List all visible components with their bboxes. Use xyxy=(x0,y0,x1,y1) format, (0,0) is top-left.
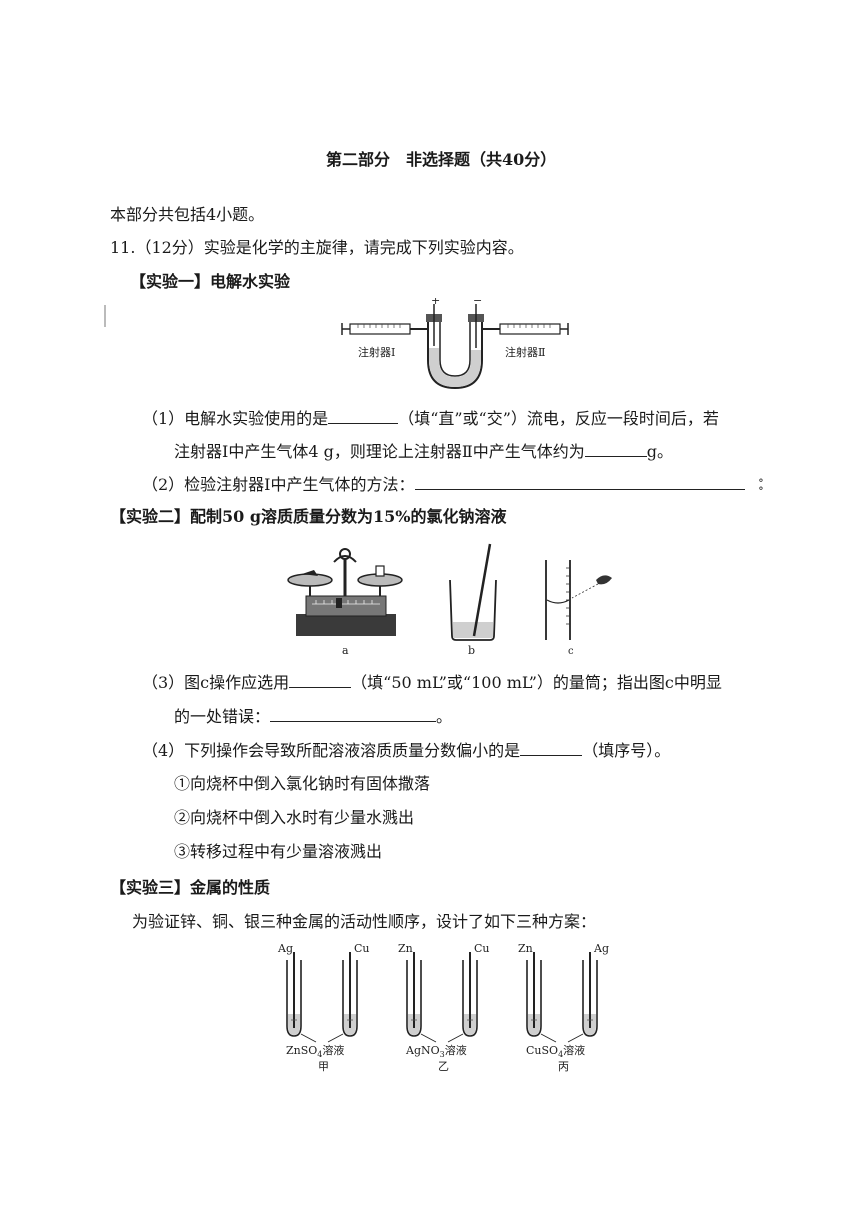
scan-mark-circles: ∘∘ xyxy=(758,473,764,495)
part-title: 第二部分 非选择题（共40分） xyxy=(326,150,557,169)
q11-option-2: ②向烧杯中倒入水时有少量水溅出 xyxy=(174,808,415,827)
scheme-name-label: 甲 xyxy=(318,1060,329,1073)
graduated-cylinder-figure: c xyxy=(545,560,612,657)
q11-part-1-line-2: 注射器Ⅰ中产生气体4 g，则理论上注射器Ⅱ中产生气体约为 g。 xyxy=(174,441,673,462)
left-metal-label: Ag xyxy=(277,942,293,955)
left-metal-label: Zn xyxy=(398,942,413,955)
figure-a-label: a xyxy=(342,644,349,657)
q11-option-3: ③转移过程中有少量溶液溅出 xyxy=(174,842,383,861)
q11-part-3-line-2: 的一处错误： 。 xyxy=(174,706,452,727)
experiment-3-description: 为验证锌、铜、银三种金属的活动性顺序，设计了如下三种方案： xyxy=(132,912,597,931)
q11-part-1-line-1: （1）电解水实验使用的是 （填“直”或“交”）流电，反应一段时间后，若 xyxy=(142,408,719,429)
q11-p4-text-a: （4）下列操作会导致所配溶液溶质质量分数偏小的是 xyxy=(142,741,521,760)
intro-text: 本部分共包括4小题。 xyxy=(110,205,265,224)
balance-figure: a xyxy=(287,548,403,657)
experiment-2-title: 【实验二】配制50 g溶质质量分数为15%的氯化钠溶液 xyxy=(110,507,507,526)
q11-p1-text-a: （1）电解水实验使用的是 xyxy=(142,409,329,428)
solution-label: ZnSO4溶液 xyxy=(286,1043,344,1059)
answer-blank-cylinder-volume[interactable] xyxy=(289,672,352,688)
q11-option-1: ①向烧杯中倒入氯化钠时有固体撒落 xyxy=(174,774,431,793)
positive-terminal-label: + xyxy=(431,298,440,307)
syringe-2-label: 注射器Ⅱ xyxy=(505,345,545,359)
beaker-stirring-figure: b xyxy=(449,543,497,657)
solution-label: CuSO4溶液 xyxy=(526,1043,585,1059)
q11-p2-text: （2）检验注射器Ⅰ中产生气体的方法： xyxy=(142,475,415,494)
q11-p1-text-b: （填“直”或“交”）流电，反应一段时间后，若 xyxy=(398,409,719,428)
question-11-stem: 11.（12分）实验是化学的主旋律，请完成下列实验内容。 xyxy=(110,238,524,257)
q11-part-4-line: （4）下列操作会导致所配溶液溶质质量分数偏小的是 （填序号）。 xyxy=(142,740,670,761)
answer-blank-error[interactable] xyxy=(270,706,437,722)
experiment-3-title: 【实验三】金属的性质 xyxy=(110,878,271,897)
answer-blank-current-type[interactable] xyxy=(328,408,399,424)
q11-part-2-line: （2）检验注射器Ⅰ中产生气体的方法： xyxy=(142,474,745,495)
figure-b-label: b xyxy=(468,644,475,657)
right-metal-label: Cu xyxy=(354,942,370,955)
experiment-1-title: 【实验一】电解水实验 xyxy=(130,272,291,291)
q11-p3-text-c: 的一处错误： xyxy=(174,707,271,726)
electrolysis-apparatus-figure: + − 注射器Ⅰ 注射器Ⅱ xyxy=(341,298,569,390)
left-metal-label: Zn xyxy=(518,942,533,955)
scan-mark xyxy=(104,305,106,327)
q11-part-3-line-1: （3）图c操作应选用 （填“50 mL”或“100 mL”）的量筒；指出图c中明显 xyxy=(142,672,722,693)
q11-p3-text-a: （3）图c操作应选用 xyxy=(142,673,290,692)
answer-blank-option-number[interactable] xyxy=(520,740,583,756)
answer-blank-gas-mass[interactable] xyxy=(584,441,647,457)
scheme-name-label: 乙 xyxy=(438,1060,449,1073)
scheme-name-label: 丙 xyxy=(558,1060,569,1073)
q11-p1-text-c: 注射器Ⅰ中产生气体4 g，则理论上注射器Ⅱ中产生气体约为 xyxy=(174,442,585,461)
q11-p1-text-d: g。 xyxy=(646,442,673,461)
q11-p3-text-d: 。 xyxy=(436,707,453,726)
negative-terminal-label: − xyxy=(473,298,482,307)
solution-label: AgNO3溶液 xyxy=(405,1043,467,1059)
right-metal-label: Ag xyxy=(593,942,609,955)
q11-p4-text-b: （填序号）。 xyxy=(582,741,671,760)
q11-p3-text-b: （填“50 mL”或“100 mL”）的量筒；指出图c中明显 xyxy=(351,673,722,692)
figure-c-label: c xyxy=(568,646,574,657)
answer-blank-gas-test-method[interactable] xyxy=(414,474,745,490)
right-metal-label: Cu xyxy=(474,942,490,955)
syringe-1-label: 注射器Ⅰ xyxy=(358,345,395,359)
